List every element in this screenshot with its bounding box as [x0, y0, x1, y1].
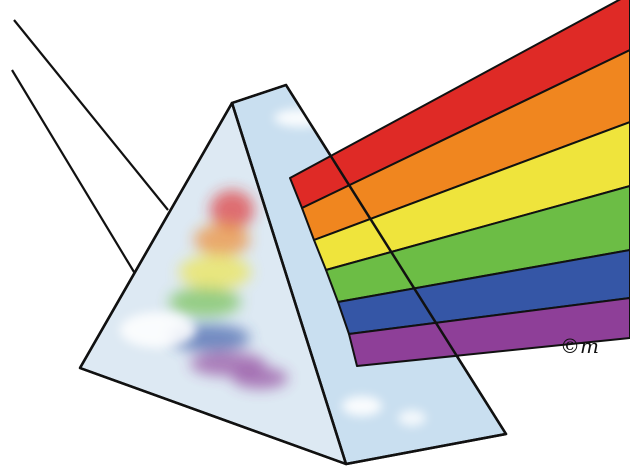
beam-line-lower: [12, 70, 134, 272]
beam-line-upper: [14, 20, 168, 210]
glow-orange: [194, 224, 250, 256]
artist-signature: ©m: [560, 336, 599, 356]
incoming-light-beam: [12, 20, 168, 272]
glow-green: [169, 287, 241, 317]
glow-violet: [232, 367, 288, 389]
rainbow-beam: [290, 0, 630, 366]
glow-yellow: [179, 255, 251, 289]
glow-red: [210, 190, 254, 230]
